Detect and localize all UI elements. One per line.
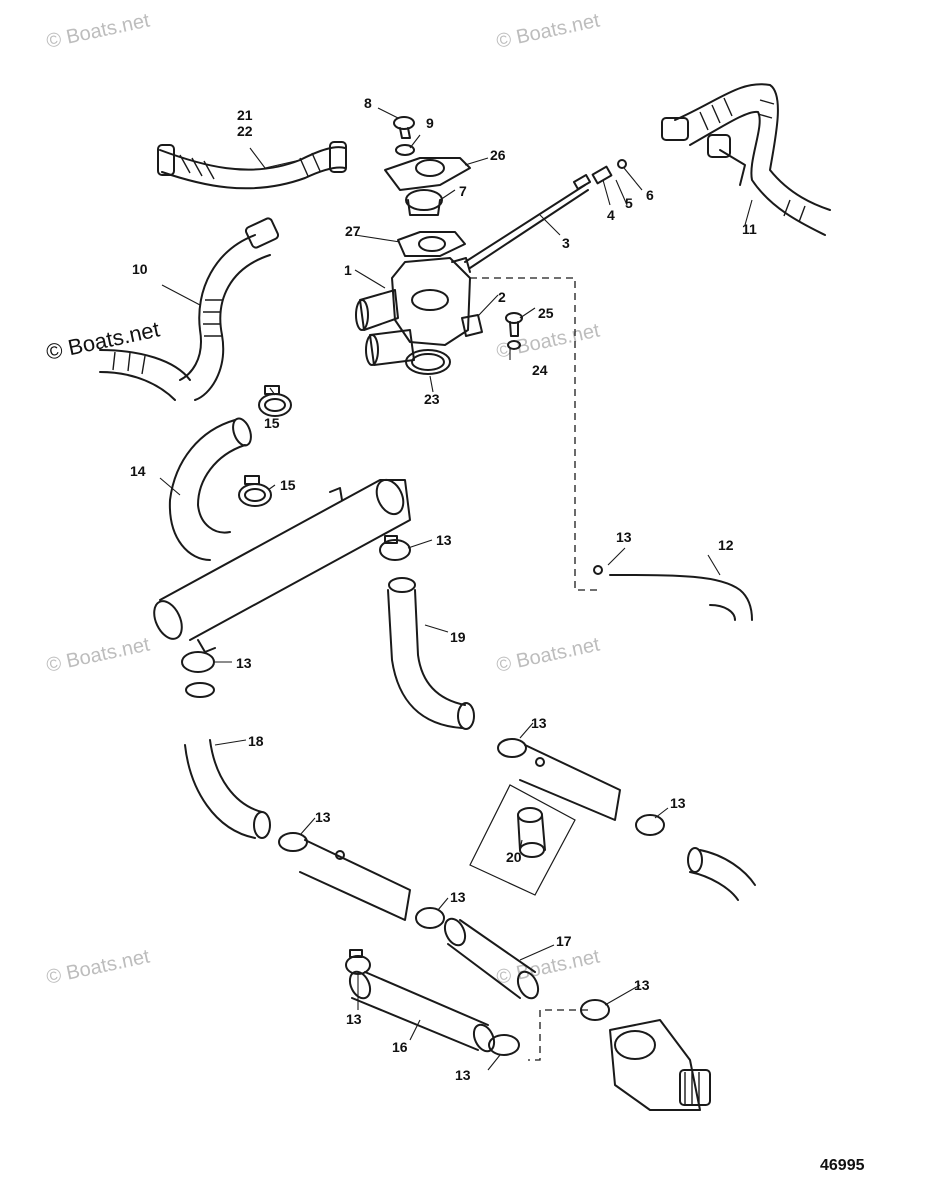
figure-number: 46995 — [820, 1157, 865, 1174]
callout-25: 25 — [538, 305, 554, 321]
callout-14: 14 — [130, 463, 146, 479]
clamp-13-lower-right — [580, 999, 610, 1021]
callout-2: 2 — [498, 289, 506, 305]
callout-13-right-upper: 13 — [531, 715, 547, 731]
callout-13-left: 13 — [236, 655, 252, 671]
hose-21-22 — [157, 141, 347, 190]
callout-24: 24 — [532, 362, 548, 378]
watermark-center-lower: © Boats.net — [494, 945, 602, 988]
hose-18 — [184, 739, 271, 839]
hose-11 — [661, 83, 831, 236]
watermarks: © Boats.net © Boats.net © Boats.net © Bo… — [44, 9, 602, 988]
callout-1: 1 — [344, 262, 352, 278]
hose-elbow-right — [687, 847, 756, 901]
clamp-13-manifold-left — [181, 651, 215, 698]
thermostat-cover-26 — [384, 116, 471, 191]
bolt-25 — [505, 312, 523, 350]
watermark-center-middle: © Boats.net — [494, 633, 602, 676]
callout-10: 10 — [132, 261, 148, 277]
callout-labels: 8 9 21 22 26 7 27 10 1 2 25 24 23 3 4 5 … — [130, 95, 757, 1083]
callout-20: 20 — [506, 849, 522, 865]
callout-21: 21 — [237, 107, 253, 123]
callout-8: 8 — [364, 95, 372, 111]
callout-13-right: 13 — [670, 795, 686, 811]
callout-4: 4 — [607, 207, 615, 223]
callout-5: 5 — [625, 195, 633, 211]
clamp-13-lower-left — [345, 949, 371, 975]
clamp-13-manifold-right — [379, 535, 411, 561]
callout-13-pump: 13 — [634, 977, 650, 993]
clamp-15-lower — [238, 475, 272, 507]
callout-17: 17 — [556, 933, 572, 949]
callout-22: 22 — [237, 123, 253, 139]
gasket-23 — [405, 349, 451, 375]
pump-fitting — [609, 1019, 711, 1111]
callout-15-upper: 15 — [264, 415, 280, 431]
callout-6: 6 — [646, 187, 654, 203]
rod-3 — [464, 159, 627, 269]
callout-11: 11 — [742, 221, 757, 237]
clamp-15-upper — [258, 385, 292, 417]
callout-13-bottom: 13 — [455, 1067, 471, 1083]
callout-15-lower: 15 — [280, 477, 296, 493]
callout-27: 27 — [345, 223, 361, 239]
coupler-assembly-right — [497, 738, 665, 836]
routing-dashes — [470, 277, 600, 1061]
callout-13-bottom-left: 13 — [346, 1011, 362, 1027]
callout-13-hose12: 13 — [616, 529, 632, 545]
watermark-left-middle: © Boats.net — [44, 633, 152, 676]
thermostat-housing-1 — [355, 257, 471, 366]
manifold-tube — [153, 478, 411, 653]
thermostat-7 — [405, 189, 443, 216]
callout-9: 9 — [426, 115, 434, 131]
hose-16 — [348, 970, 496, 1053]
hose-17 — [443, 917, 540, 1000]
leader-lines — [159, 107, 753, 1071]
fitting-2 — [461, 314, 483, 337]
callout-13-manifold: 13 — [436, 532, 452, 548]
watermark-top-center: © Boats.net — [494, 9, 602, 52]
hose-14 — [168, 417, 252, 561]
coupler-assembly-left — [278, 832, 445, 929]
gasket-27 — [397, 231, 466, 257]
sleeve-20-box — [469, 784, 576, 896]
clamp-13-lower-bottom — [488, 1034, 520, 1056]
callout-13-left-coupler: 13 — [315, 809, 331, 825]
callout-26: 26 — [490, 147, 506, 163]
hose-12 — [593, 565, 753, 621]
watermark-top-left: © Boats.net — [44, 9, 152, 52]
callout-16: 16 — [392, 1039, 408, 1055]
callout-19: 19 — [450, 629, 466, 645]
callout-12: 12 — [718, 537, 734, 553]
watermark-left-lower: © Boats.net — [44, 945, 152, 988]
callout-23: 23 — [424, 391, 440, 407]
hose-19 — [387, 577, 475, 730]
callout-18: 18 — [248, 733, 264, 749]
hose-10 — [99, 217, 280, 401]
callout-7: 7 — [459, 183, 467, 199]
callout-13-center: 13 — [450, 889, 466, 905]
callout-3: 3 — [562, 235, 570, 251]
